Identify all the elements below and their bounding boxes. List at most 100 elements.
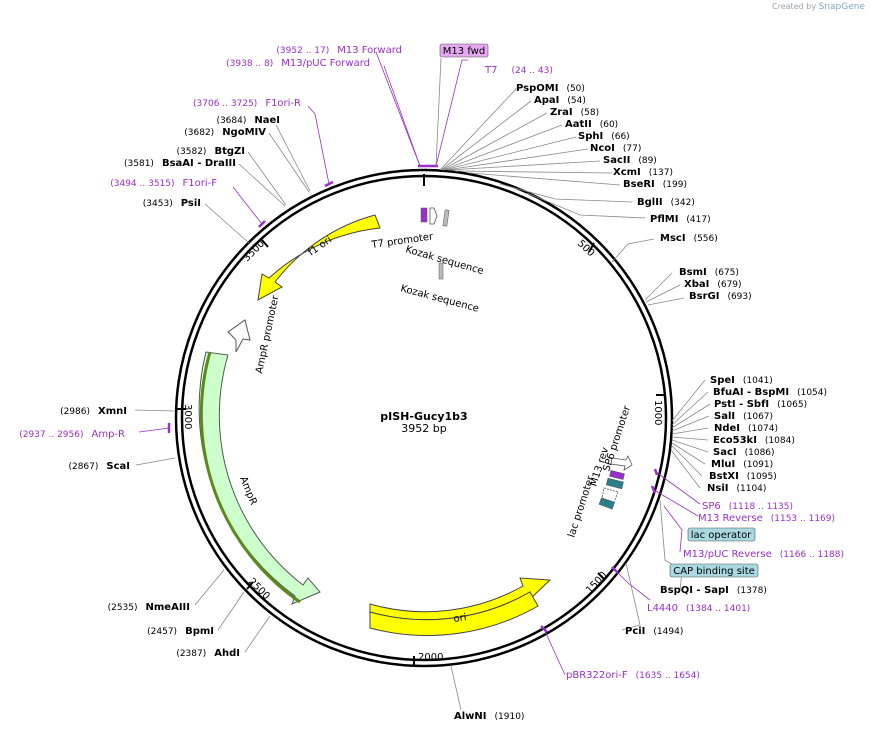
lac-operator-box [687, 527, 756, 542]
enzyme-name: BseRI [623, 179, 655, 190]
position-label: (2867) [68, 462, 98, 472]
enzyme-name: PflMI [650, 214, 678, 225]
enzyme-name: XmnI [98, 406, 127, 417]
position-label: (2535) [108, 603, 138, 613]
enzyme-name: AatII [565, 119, 592, 130]
enzyme-name: PsiI [181, 198, 201, 209]
position-label: (3706 .. 3725) [193, 99, 257, 109]
position-label: (2387) [176, 649, 206, 659]
kozak-mark-1 [442, 209, 450, 227]
svg-text:MscI(556): MscI(556) [660, 233, 718, 244]
svg-text:(3938 .. 8)M13/pUC Forward: (3938 .. 8)M13/pUC Forward [226, 58, 370, 69]
position-label: (1054) [797, 388, 827, 398]
tick-label-2500: 2500 [246, 576, 272, 602]
kozak-mark-2 [438, 262, 444, 280]
primer-name: M13 Reverse [698, 513, 763, 524]
position-label: (1095) [747, 472, 777, 482]
svg-text:BglII(342): BglII (342) [637, 197, 695, 208]
enzyme-name: NcoI [590, 143, 615, 154]
svg-text:(3952 .. 17)M13 Forward: (3952 .. 17) M13 Forward [276, 45, 402, 56]
svg-text:(2867)ScaI: (2867)ScaI [68, 461, 130, 472]
position-label: (417) [686, 215, 710, 225]
position-label: (199) [663, 180, 687, 190]
enzyme-name: BsrGI [689, 291, 719, 302]
primer-name: M13 Forward [337, 45, 402, 56]
enzyme-labels-right: PspOMI(50) ApaI(54) ZraI(58) AatII(60) S… [454, 83, 827, 722]
svg-text:SalI(1067): SalI(1067) [714, 411, 773, 422]
svg-text:(2986)XmnI: (2986)XmnI [60, 406, 127, 417]
t7-promoter-arrow [429, 207, 438, 225]
svg-text:MluI(1091): MluI(1091) [711, 459, 773, 470]
feature-label-kozak-1: Kozak sequence [404, 244, 485, 277]
position-label: (675) [715, 268, 739, 278]
svg-text:BseRI(199): BseRI (199) [623, 179, 687, 190]
svg-text:(3682)NgoMIV: (3682) NgoMIV [184, 127, 266, 138]
svg-text:AlwNI(1910): AlwNI(1910) [454, 711, 524, 722]
enzyme-name: NgoMIV [222, 127, 266, 138]
enzyme-name: BstXI [709, 471, 739, 482]
position-label: (89) [638, 156, 656, 166]
svg-text:L4440(1384 .. 1401): L4440 (1384 .. 1401) [647, 603, 750, 614]
position-label: (1065) [777, 400, 807, 410]
feature-label-lac-promoter: lac promoter [566, 474, 597, 539]
enzyme-name: NmeAIII [146, 602, 190, 613]
lac-operator-mark [605, 477, 624, 490]
position-label: (1074) [748, 424, 778, 434]
svg-text:AatII(60): AatII (60) [565, 119, 618, 130]
position-label: (3938 .. 8) [226, 59, 273, 69]
svg-text:ApaI(54): ApaI(54) [534, 95, 586, 106]
cap-site-mark [598, 497, 615, 510]
primer-name: Amp-R [92, 429, 126, 440]
primer-name: L4440 [647, 603, 678, 614]
feature-label-t7-promoter: T7 promoter [370, 231, 435, 251]
enzyme-name: SacI [713, 447, 737, 458]
position-label: (60) [600, 120, 618, 130]
position-label: (3494 .. 3515) [110, 179, 174, 189]
svg-text:PstI - SbfI(1065): PstI - SbfI(1065) [714, 399, 807, 410]
primer-name: T7 [484, 65, 497, 76]
enzyme-name: BtgZI [214, 146, 245, 157]
f1-ori-arrow [257, 214, 381, 301]
position-label: (3581) [124, 159, 154, 169]
svg-text:(3582)BtgZI: (3582)BtgZI [177, 146, 245, 157]
primer-name: SP6 [702, 501, 721, 512]
position-label: (54) [567, 96, 585, 106]
svg-text:SacII(89): SacII(89) [603, 155, 657, 166]
position-label: (3682) [184, 128, 214, 138]
position-label: (1910) [495, 712, 525, 722]
position-label: (1153 .. 1169) [771, 514, 835, 524]
m13-rev-mark [609, 470, 625, 480]
enzyme-name: XcmI [613, 167, 641, 178]
tick-label-1500: 1500 [584, 570, 609, 596]
position-label: (1384 .. 1401) [686, 604, 750, 614]
primer-name: pBR322ori-F [566, 670, 628, 681]
enzyme-name: BglII [637, 197, 663, 208]
svg-text:BspQI - SapI(1378): BspQI - SapI(1378) [660, 585, 767, 596]
enzyme-name: BpmI [185, 626, 214, 637]
enzyme-name: SalI [714, 411, 735, 422]
position-label: (1378) [737, 586, 767, 596]
svg-text:(3453)PsiI: (3453)PsiI [143, 198, 201, 209]
position-label: (3952 .. 17) [276, 46, 329, 56]
primer-leaders [138, 51, 701, 676]
primer-name: M13/pUC Reverse [683, 549, 772, 560]
plasmid-length: 3952 bp [401, 422, 446, 435]
enzyme-leaders-left [134, 124, 311, 653]
tick-label-3000: 3000 [182, 404, 193, 429]
svg-text:SphI(66): SphI(66) [578, 131, 630, 142]
position-label: (342) [671, 198, 695, 208]
svg-text:PflMI(417): PflMI (417) [650, 214, 711, 225]
enzyme-name: NaeI [254, 115, 280, 126]
m13-fwd-leader [435, 57, 442, 167]
svg-text:SP6(1118 .. 1135): SP6(1118 .. 1135) [702, 501, 793, 512]
position-label: (556) [694, 234, 718, 244]
position-label: (3684) [216, 116, 246, 126]
enzyme-name: BsaAI - DraIII [162, 158, 236, 169]
m13-fwd-box [439, 43, 489, 58]
position-label: (693) [727, 292, 751, 302]
plasmid-name: pISH-Gucy1b3 [380, 410, 467, 423]
svg-text:XcmI(137): XcmI(137) [613, 167, 673, 178]
svg-text:SpeI(1041): SpeI(1041) [710, 375, 773, 386]
svg-text:T7(24 .. 43): T7(24 .. 43) [484, 65, 553, 76]
